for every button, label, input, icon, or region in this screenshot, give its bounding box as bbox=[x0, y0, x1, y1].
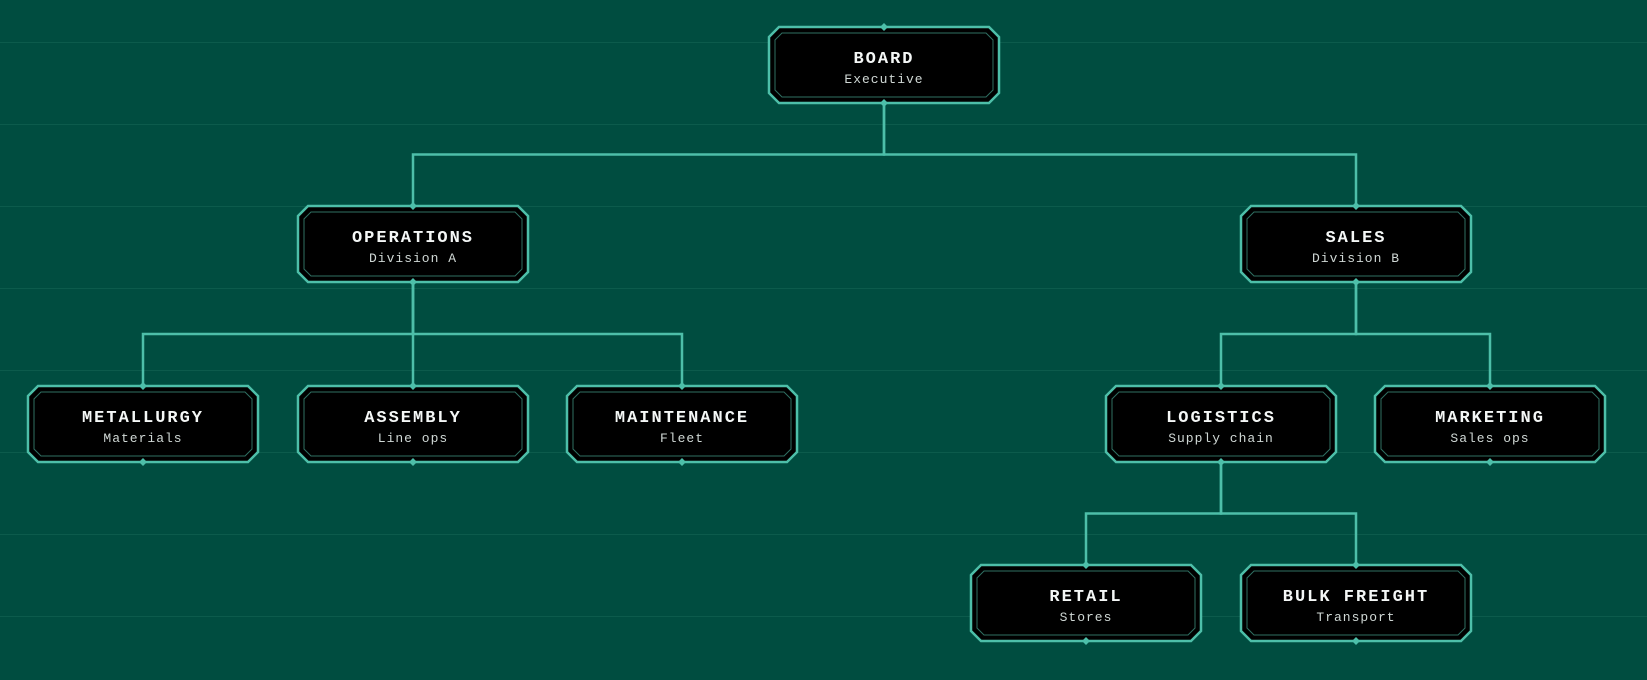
node-box bbox=[296, 204, 530, 284]
port-top-marker bbox=[678, 382, 686, 390]
port-top-marker bbox=[1082, 561, 1090, 569]
port-bottom-marker bbox=[409, 458, 417, 466]
node-assembly: ASSEMBLY Line ops bbox=[296, 382, 530, 466]
node-inner-border bbox=[1111, 391, 1331, 457]
connector-logistics-bulk-freight bbox=[1219, 462, 1358, 565]
node-subtitle: Stores bbox=[1060, 610, 1113, 625]
node-title: BULK FREIGHT bbox=[1283, 588, 1429, 607]
node-subtitle: Division B bbox=[1312, 251, 1400, 266]
gridline bbox=[0, 616, 1647, 617]
connectors bbox=[141, 103, 1492, 565]
node-maintenance: MAINTENANCE Fleet bbox=[565, 382, 799, 466]
node-operations: OPERATIONS Division A bbox=[296, 202, 530, 286]
node-subtitle: Materials bbox=[103, 431, 182, 446]
connector-logistics-retail bbox=[1084, 462, 1223, 565]
node-title: ASSEMBLY bbox=[364, 409, 462, 428]
port-top-marker bbox=[880, 23, 888, 31]
node-marketing: MARKETING Sales ops bbox=[1373, 382, 1607, 466]
node-sales: SALES Division B bbox=[1239, 202, 1473, 286]
node-subtitle: Sales ops bbox=[1450, 431, 1529, 446]
node-logistics: LOGISTICS Supply chain bbox=[1104, 382, 1338, 466]
node-board: BOARD Executive bbox=[767, 23, 1001, 107]
node-metallurgy: METALLURGY Materials bbox=[26, 382, 260, 466]
node-title: RETAIL bbox=[1049, 588, 1122, 607]
node-box bbox=[26, 384, 260, 464]
port-top-marker bbox=[1352, 561, 1360, 569]
port-bottom-marker bbox=[1486, 458, 1494, 466]
gridline bbox=[0, 206, 1647, 207]
node-inner-border bbox=[303, 211, 523, 277]
connector-board-operations bbox=[411, 103, 886, 206]
port-top-marker bbox=[1486, 382, 1494, 390]
port-top-marker bbox=[139, 382, 147, 390]
node-inner-border bbox=[1246, 211, 1466, 277]
node-inner-border bbox=[774, 32, 994, 98]
gridline bbox=[0, 370, 1647, 371]
port-bottom-marker bbox=[409, 278, 417, 286]
node-subtitle: Transport bbox=[1316, 610, 1395, 625]
node-box bbox=[1104, 384, 1338, 464]
node-title: MARKETING bbox=[1435, 409, 1545, 428]
node-title: OPERATIONS bbox=[352, 229, 474, 248]
node-box bbox=[1239, 204, 1473, 284]
port-bottom-marker bbox=[678, 458, 686, 466]
connector-sales-marketing bbox=[1354, 282, 1492, 386]
node-subtitle: Division A bbox=[369, 251, 457, 266]
node-title: BOARD bbox=[853, 50, 914, 69]
port-top-marker bbox=[1352, 202, 1360, 210]
node-bulk-freight: BULK FREIGHT Transport bbox=[1239, 561, 1473, 645]
gridline bbox=[0, 534, 1647, 535]
connector-operations-metallurgy bbox=[141, 282, 415, 386]
node-inner-border bbox=[976, 570, 1196, 636]
gridline bbox=[0, 288, 1647, 289]
node-box bbox=[296, 384, 530, 464]
port-bottom-marker bbox=[1352, 637, 1360, 645]
node-inner-border bbox=[1380, 391, 1600, 457]
port-top-marker bbox=[409, 202, 417, 210]
node-title: METALLURGY bbox=[82, 409, 204, 428]
node-subtitle: Line ops bbox=[378, 431, 448, 446]
node-box bbox=[1373, 384, 1607, 464]
port-bottom-marker bbox=[880, 99, 888, 107]
connector-operations-maintenance bbox=[411, 282, 684, 386]
gridline bbox=[0, 452, 1647, 453]
gridline bbox=[0, 124, 1647, 125]
node-inner-border bbox=[572, 391, 792, 457]
node-inner-border bbox=[1246, 570, 1466, 636]
port-bottom-marker bbox=[1082, 637, 1090, 645]
node-subtitle: Supply chain bbox=[1168, 431, 1274, 446]
node-box bbox=[565, 384, 799, 464]
port-top-marker bbox=[409, 382, 417, 390]
connector-sales-logistics bbox=[1219, 282, 1358, 386]
node-subtitle: Executive bbox=[844, 72, 923, 87]
node-retail: RETAIL Stores bbox=[969, 561, 1203, 645]
node-title: LOGISTICS bbox=[1166, 409, 1276, 428]
node-box bbox=[767, 25, 1001, 105]
node-subtitle: Fleet bbox=[660, 431, 704, 446]
node-box bbox=[969, 563, 1203, 643]
connector-board-sales bbox=[882, 103, 1358, 206]
node-box bbox=[1239, 563, 1473, 643]
port-bottom-marker bbox=[1217, 458, 1225, 466]
node-inner-border bbox=[33, 391, 253, 457]
port-top-marker bbox=[1217, 382, 1225, 390]
node-title: MAINTENANCE bbox=[615, 409, 749, 428]
port-bottom-marker bbox=[139, 458, 147, 466]
node-title: SALES bbox=[1325, 229, 1386, 248]
port-bottom-marker bbox=[1352, 278, 1360, 286]
node-inner-border bbox=[303, 391, 523, 457]
